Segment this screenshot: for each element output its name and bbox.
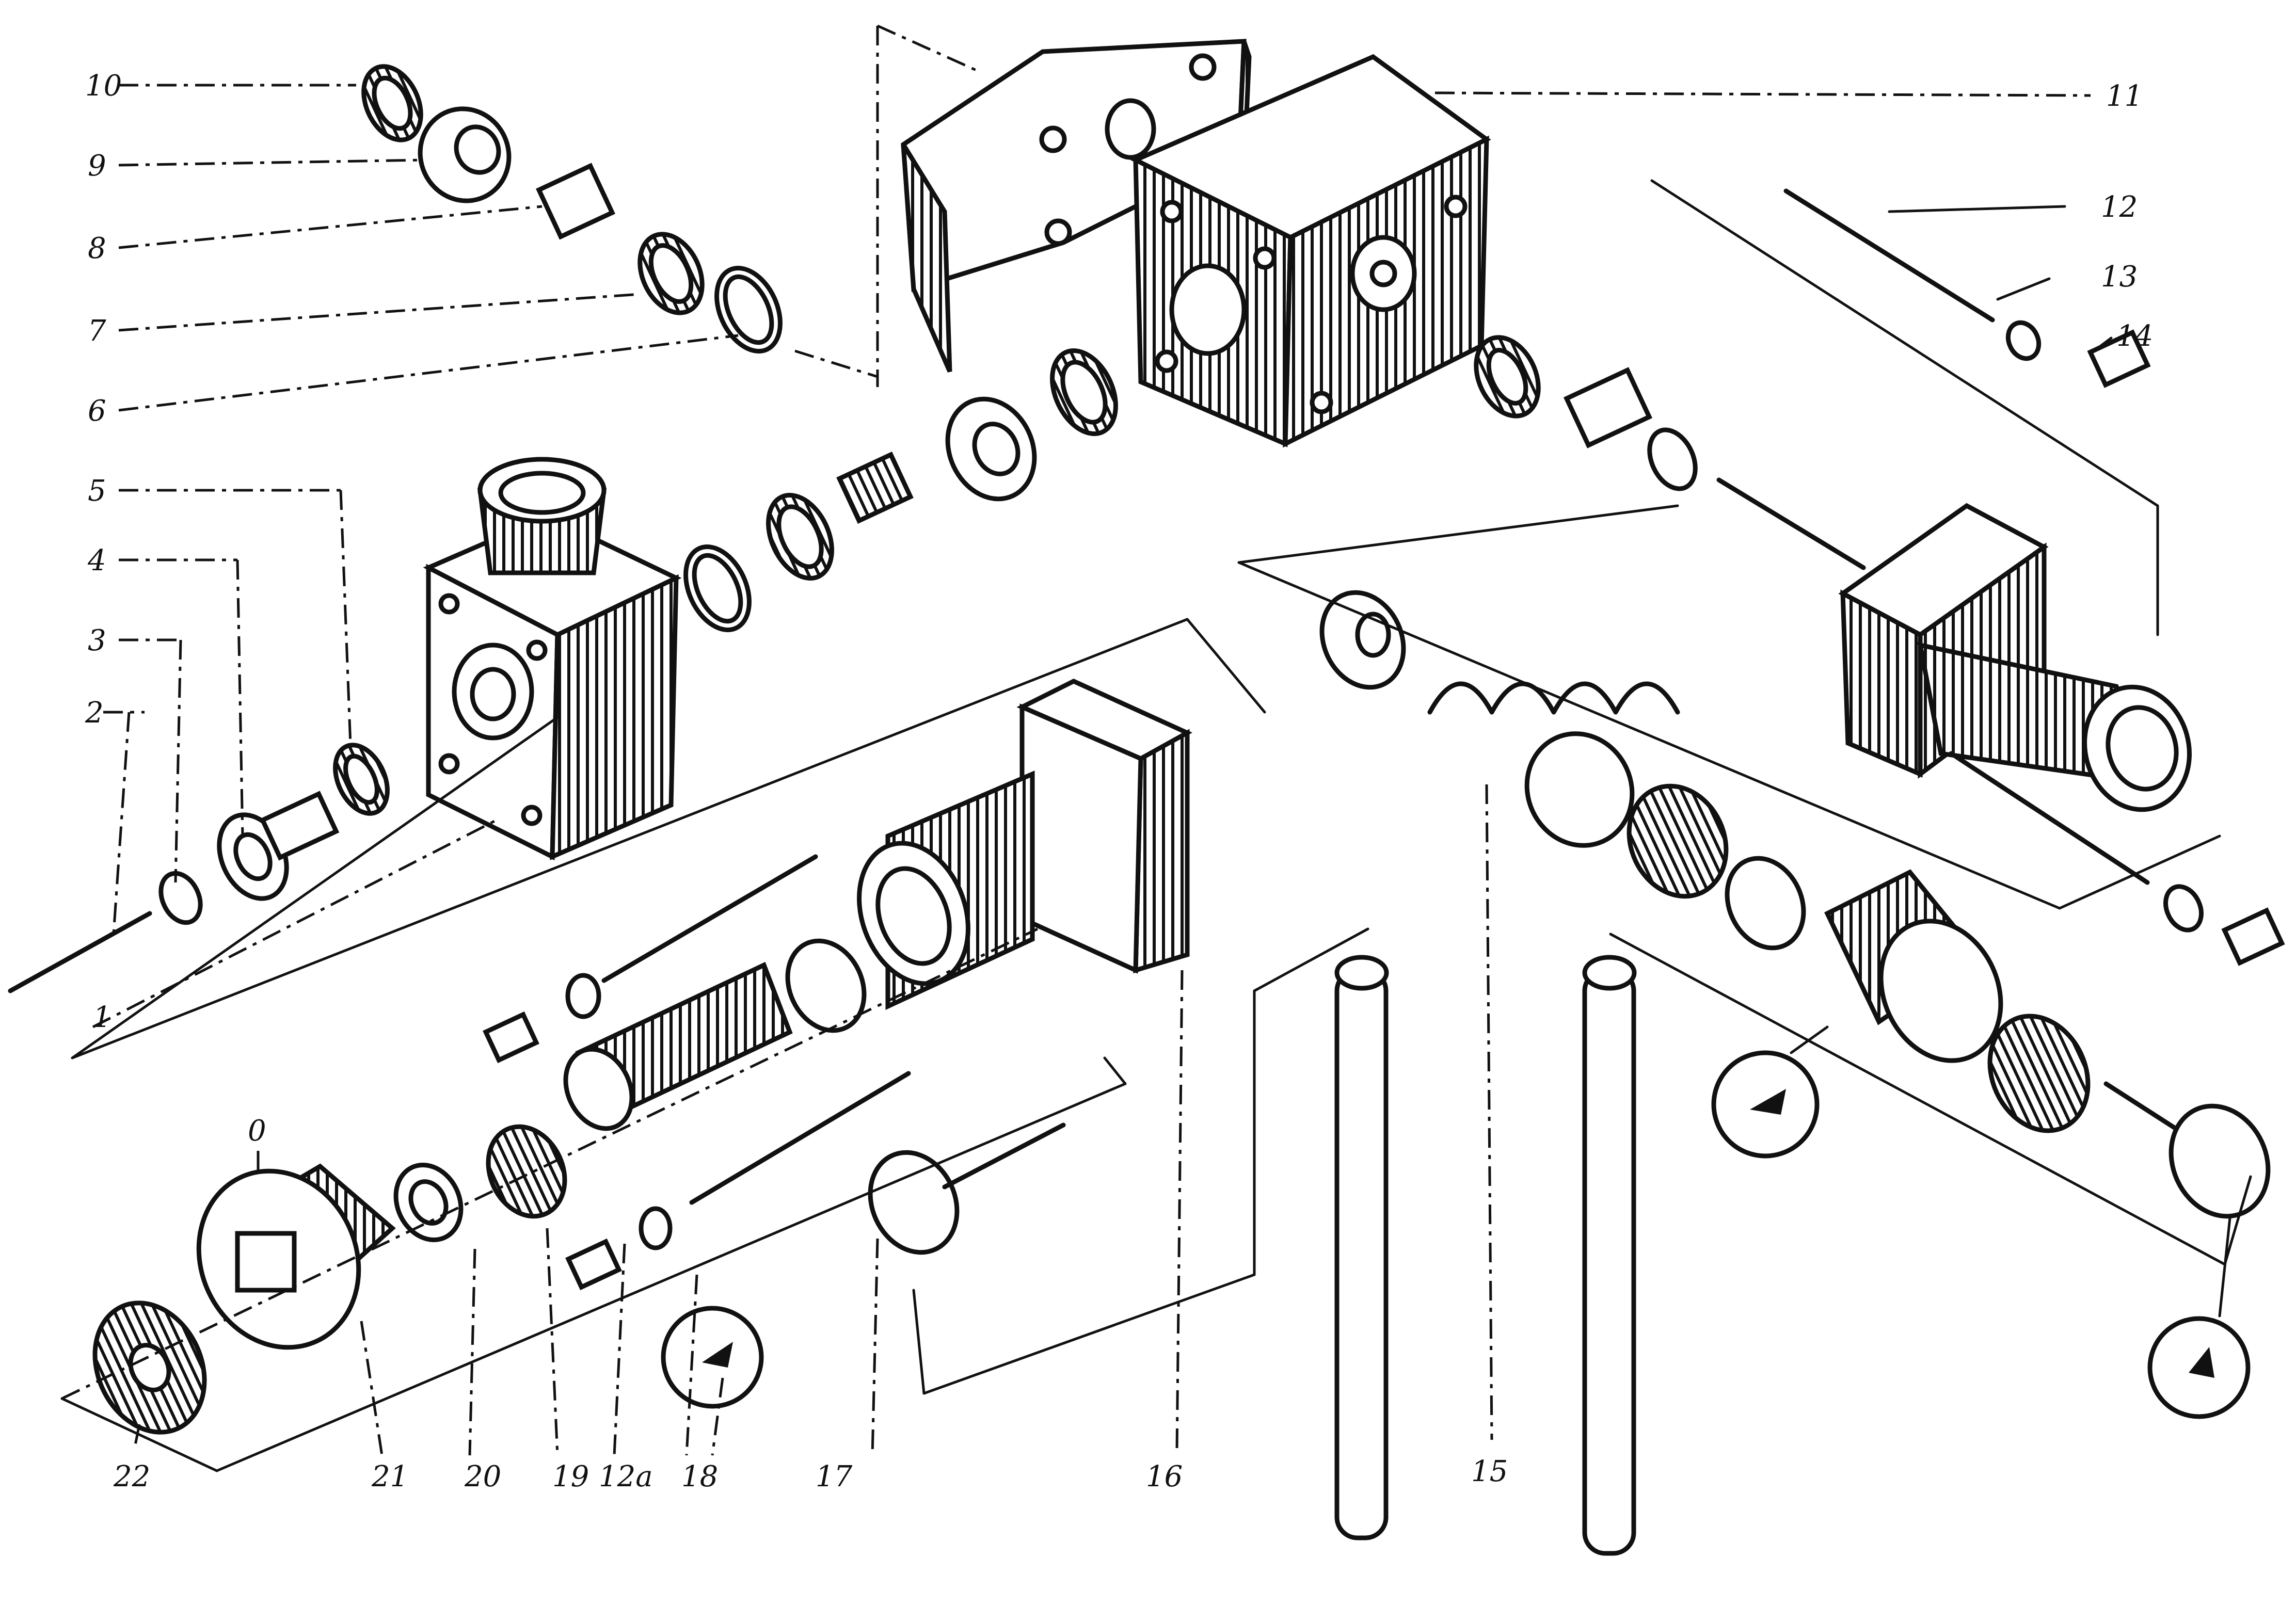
label-17: 17: [816, 1460, 853, 1493]
label-12: 12: [2101, 190, 2138, 224]
label-4: 4: [87, 544, 106, 577]
label-22: 22: [113, 1460, 150, 1493]
pins: [1334, 955, 1637, 1556]
label-19: 19: [552, 1460, 589, 1493]
left-valve-block: [423, 457, 682, 861]
label-0: 0: [248, 1114, 266, 1148]
label-15: 15: [1471, 1455, 1508, 1488]
label-13: 13: [2101, 260, 2138, 294]
mounting-plate: [901, 39, 1252, 373]
right-flanged-unit: [1838, 503, 2285, 966]
label-10: 10: [85, 69, 122, 103]
lower-left-parts: [8, 743, 390, 993]
lower-left-knob: [92, 1162, 464, 1435]
label-18: 18: [681, 1460, 718, 1493]
label-6: 6: [88, 394, 106, 428]
label-8: 8: [88, 232, 106, 265]
label-20: 20: [464, 1460, 501, 1493]
label-1: 1: [93, 1001, 111, 1034]
main-body-housing: [1130, 54, 1491, 448]
part-labels: 10 9 8 7 6 5 4 3 2 1 11 12 13 14 0 22 21…: [85, 69, 2153, 1493]
center-parts-chain: [683, 348, 1118, 632]
plug-17: [661, 1122, 1066, 1409]
label-5: 5: [88, 474, 106, 508]
label-9: 9: [88, 149, 106, 183]
label-11: 11: [2106, 79, 2143, 113]
upper-left-parts: [361, 64, 783, 354]
label-16: 16: [1146, 1460, 1183, 1493]
leader-lines: [60, 24, 2252, 1472]
label-7: 7: [88, 314, 106, 348]
label-2: 2: [85, 696, 104, 730]
label-14: 14: [2116, 319, 2153, 353]
label-21: 21: [371, 1460, 408, 1493]
label-12a: 12a: [599, 1460, 653, 1493]
label-3: 3: [88, 624, 106, 657]
right-top-parts: [1474, 188, 2151, 570]
spring-and-right-chain: [1319, 590, 2271, 1419]
